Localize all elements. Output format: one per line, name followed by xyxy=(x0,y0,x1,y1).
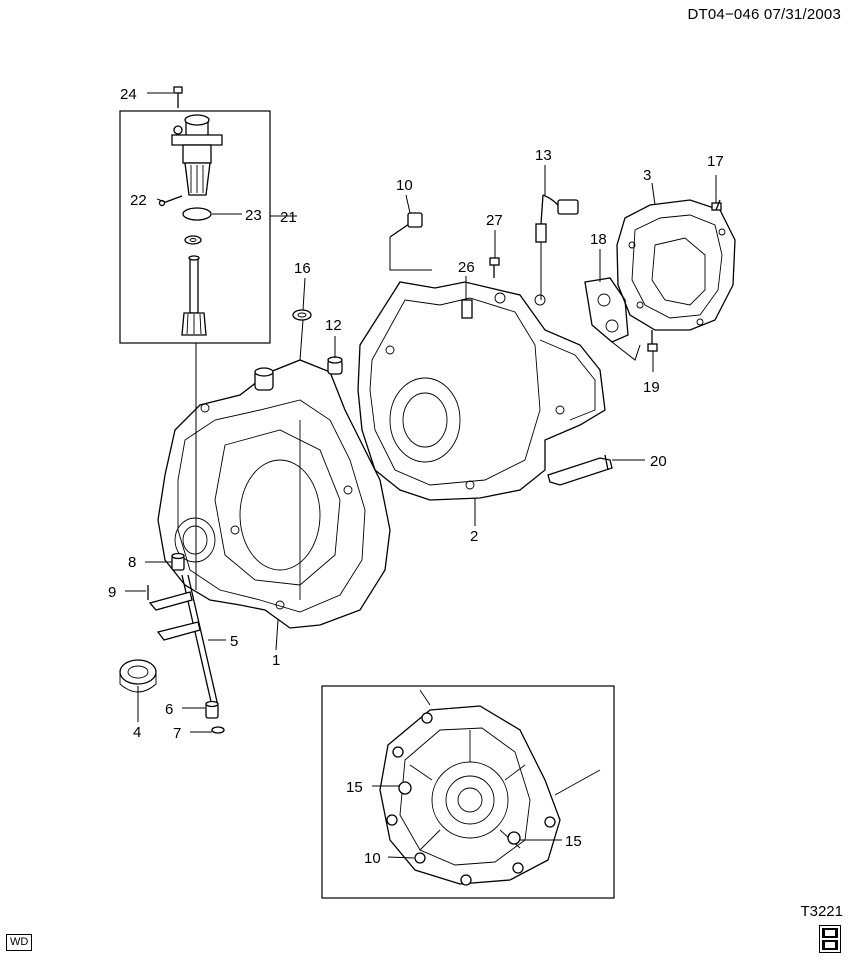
callout-3: 3 xyxy=(643,167,651,184)
bolt-24 xyxy=(173,86,183,108)
speedometer-assembly-box xyxy=(119,110,271,344)
leader-lines xyxy=(125,92,717,859)
plug-16 xyxy=(292,309,312,321)
callout-7: 7 xyxy=(173,725,181,742)
dowel-pin-12 xyxy=(327,356,343,375)
callout-20: 20 xyxy=(650,453,667,470)
callout-5: 5 xyxy=(230,633,238,650)
callout-15-right: 15 xyxy=(565,833,582,850)
callout-17: 17 xyxy=(707,153,724,170)
callout-16: 16 xyxy=(294,260,311,277)
bushing-8 xyxy=(171,552,185,571)
bolt-10 xyxy=(389,212,423,238)
callout-9: 9 xyxy=(108,584,116,601)
transaxle-case xyxy=(357,281,606,501)
wd-label: WD xyxy=(6,934,33,951)
callout-15-left: 15 xyxy=(346,779,363,796)
bolt-19 xyxy=(647,330,658,352)
bracket-20 xyxy=(547,454,613,486)
callout-8: 8 xyxy=(128,554,136,571)
callout-2: 2 xyxy=(470,528,478,545)
speedometer-shaft-gear xyxy=(181,255,207,336)
clutch-housing xyxy=(157,359,391,629)
callout-4: 4 xyxy=(133,724,141,741)
callout-22: 22 xyxy=(130,192,147,209)
drawing-code-header: DT04−046 07/31/2003 xyxy=(687,6,841,23)
callout-10-detail: 10 xyxy=(364,850,381,867)
speedometer-driven-gear-assembly xyxy=(171,114,223,196)
callout-13: 13 xyxy=(535,147,552,164)
bolt-27 xyxy=(489,257,500,278)
callout-6: 6 xyxy=(165,701,173,718)
callout-26: 26 xyxy=(458,259,475,276)
detail-view-box xyxy=(321,685,615,899)
callout-23: 23 xyxy=(245,207,262,224)
callout-1: 1 xyxy=(272,652,280,669)
end-cover xyxy=(616,199,736,331)
callout-19: 19 xyxy=(643,379,660,396)
detail-view-case-bolts xyxy=(379,689,601,886)
clip-7 xyxy=(211,726,225,734)
gm-spo-logo-icon xyxy=(819,925,841,953)
o-ring-23 xyxy=(182,207,212,221)
callout-18: 18 xyxy=(590,231,607,248)
callout-24: 24 xyxy=(120,86,137,103)
gasket-18 xyxy=(584,277,629,343)
callout-27: 27 xyxy=(486,212,503,229)
bushing-6 xyxy=(205,700,219,719)
figure-code: T3221 xyxy=(800,903,843,920)
callout-10: 10 xyxy=(396,177,413,194)
washer xyxy=(184,235,202,245)
clutch-fork-shaft-5 xyxy=(148,574,219,707)
callout-21: 21 xyxy=(280,209,297,226)
callout-12: 12 xyxy=(325,317,342,334)
backup-lamp-switch xyxy=(535,194,579,243)
